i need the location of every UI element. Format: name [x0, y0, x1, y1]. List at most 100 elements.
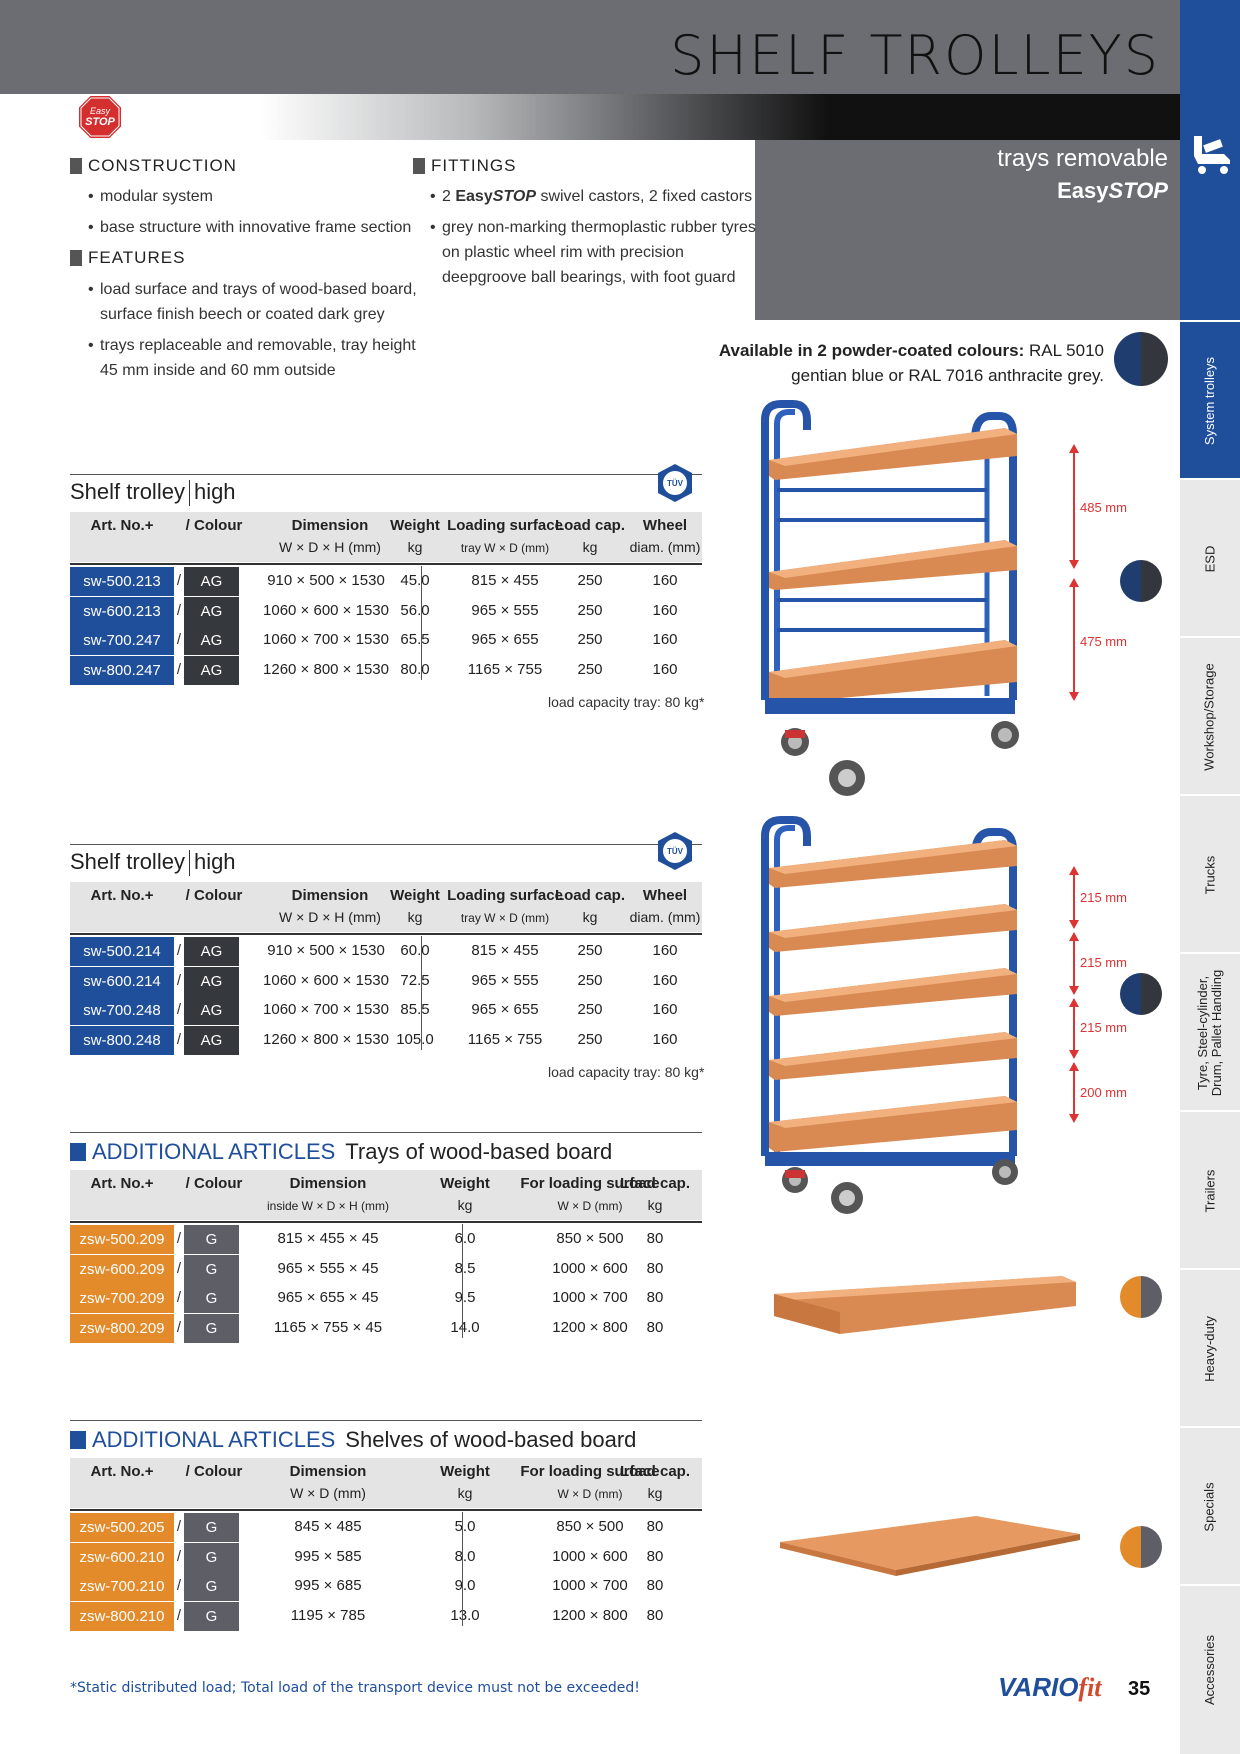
slash-separator: / — [176, 1606, 182, 1624]
sidebar-tab-system-trolleys[interactable]: System trolleys — [1180, 320, 1240, 480]
weight-cell: 105.0 — [396, 1030, 434, 1048]
loadcap-cell: 80 — [646, 1230, 664, 1247]
colour-code: AG — [184, 567, 239, 596]
dimension-line — [1073, 934, 1075, 992]
sidebar-tab-tyre-drum-pallet[interactable]: Tyre, Steel-cylinder,Drum, Pallet Handli… — [1180, 952, 1240, 1112]
article-number: sw-700.247 — [70, 626, 174, 655]
slash-separator: / — [176, 660, 182, 678]
slash-separator: / — [176, 1259, 182, 1277]
sidebar-tab-esd[interactable]: ESD — [1180, 478, 1240, 638]
slash-separator: / — [176, 1318, 182, 1336]
loadcap-cell: 80 — [646, 1547, 664, 1565]
colour-code: G — [184, 1254, 239, 1284]
surface-cell: 850 × 500 — [556, 1230, 624, 1247]
table-rule — [70, 1221, 702, 1223]
table-rule — [70, 1509, 702, 1511]
loadcap-cell: 250 — [577, 660, 603, 678]
article-number: zsw-700.210 — [70, 1572, 174, 1601]
dimension-arrow-up — [1069, 444, 1079, 453]
surface-cell: 1000 × 600 — [552, 1547, 628, 1565]
easystop-badge-icon: Easy STOP — [77, 94, 123, 140]
loadcap-cell: 80 — [646, 1518, 664, 1535]
dimension-cell: 1165 × 755 × 45 — [273, 1318, 383, 1336]
sidebar-tab-trailers[interactable]: Trailers — [1180, 1110, 1240, 1270]
loadcap-cell: 250 — [577, 631, 603, 648]
wheel-cell: 160 — [652, 942, 678, 959]
dimension-label: 215 mm — [1080, 955, 1127, 970]
loadcap-cell: 250 — [577, 572, 603, 589]
weight-cell: 60.0 — [400, 942, 430, 959]
surface-cell: 965 × 555 — [471, 601, 539, 619]
loadcap-cell: 250 — [577, 1030, 603, 1048]
dimension-cell: 995 × 585 — [294, 1547, 362, 1565]
article-number: zsw-500.205 — [70, 1513, 174, 1542]
shelf-trolley-3-tier-image — [761, 400, 1019, 796]
dimension-line — [1073, 446, 1075, 566]
colour-code: G — [184, 1225, 239, 1254]
loadcap-cell: 250 — [577, 601, 603, 619]
slash-separator: / — [176, 601, 182, 619]
surface-cell: 850 × 500 — [556, 1518, 624, 1535]
dimension-cell: 1260 × 800 × 1530 — [263, 660, 389, 678]
article-number: sw-800.247 — [70, 655, 174, 685]
dimension-arrow-down — [1069, 692, 1079, 701]
loadcap-cell: 80 — [646, 1606, 664, 1624]
badge-stop-text: STOP — [85, 116, 115, 128]
wheel-cell: 160 — [652, 601, 678, 619]
table-rule — [70, 563, 702, 565]
loadcap-cell: 80 — [646, 1577, 664, 1594]
sidebar-tab-workshop-storage[interactable]: Workshop/Storage — [1180, 636, 1240, 796]
tuv-badge-text: TÜV — [667, 479, 684, 488]
sidebar-tab-specials[interactable]: Specials — [1180, 1426, 1240, 1586]
weight-cell: 9.0 — [454, 1577, 476, 1594]
tag-easystop: EasySTOP — [1057, 178, 1168, 203]
dimension-cell: 910 × 500 × 1530 — [267, 572, 385, 589]
dimension-cell: 995 × 685 — [294, 1577, 362, 1594]
dimension-line — [1073, 868, 1075, 926]
features-item: load surface and trays of wood-based boa… — [88, 278, 417, 302]
colour-swatch-orange-grey — [1120, 1526, 1162, 1568]
wheel-cell: 160 — [652, 971, 678, 989]
article-number: sw-600.213 — [70, 596, 174, 626]
article-number: zsw-600.209 — [70, 1254, 174, 1284]
sidebar-tab-heavy-duty[interactable]: Heavy-duty — [1180, 1268, 1240, 1428]
dimension-cell: 845 × 485 — [294, 1518, 362, 1535]
dimension-arrow-down — [1069, 1114, 1079, 1123]
article-number: sw-500.213 — [70, 567, 174, 596]
article-number: sw-800.248 — [70, 1025, 174, 1055]
surface-cell: 1200 × 800 — [552, 1606, 628, 1624]
slash-separator: / — [176, 942, 182, 959]
dimension-line — [1073, 1064, 1075, 1120]
features-item-cont: 45 mm inside and 60 mm outside — [100, 362, 336, 379]
surface-cell: 965 × 655 — [471, 631, 539, 648]
loadcap-cell: 80 — [646, 1289, 664, 1306]
tuv-badge-icon: TÜV — [658, 832, 692, 870]
weight-cell: 65.5 — [400, 631, 430, 648]
wheel-cell: 160 — [652, 1001, 678, 1018]
features-item: trays replaceable and removable, tray he… — [88, 334, 416, 358]
weight-cell: 5.0 — [454, 1518, 476, 1535]
weight-cell: 80.0 — [400, 660, 430, 678]
colour-code: AG — [184, 626, 239, 655]
features-heading: FEATURES — [70, 248, 185, 268]
sidebar-tab-accessories[interactable]: Accessories — [1180, 1584, 1240, 1754]
colour-swatch-blue-grey — [1112, 330, 1170, 388]
dimension-cell: 815 × 455 × 45 — [277, 1230, 379, 1247]
fittings-heading: FITTINGS — [413, 156, 516, 176]
fittings-item-cont: deepgroove ball bearings, with foot guar… — [442, 269, 736, 286]
weight-cell: 9.5 — [454, 1289, 476, 1306]
weight-cell: 8.0 — [454, 1547, 476, 1565]
wooden-shelf-image — [780, 1516, 1080, 1576]
footnote: *Static distributed load; Total load of … — [70, 1680, 640, 1696]
sidebar-tab-trucks[interactable]: Trucks — [1180, 794, 1240, 954]
